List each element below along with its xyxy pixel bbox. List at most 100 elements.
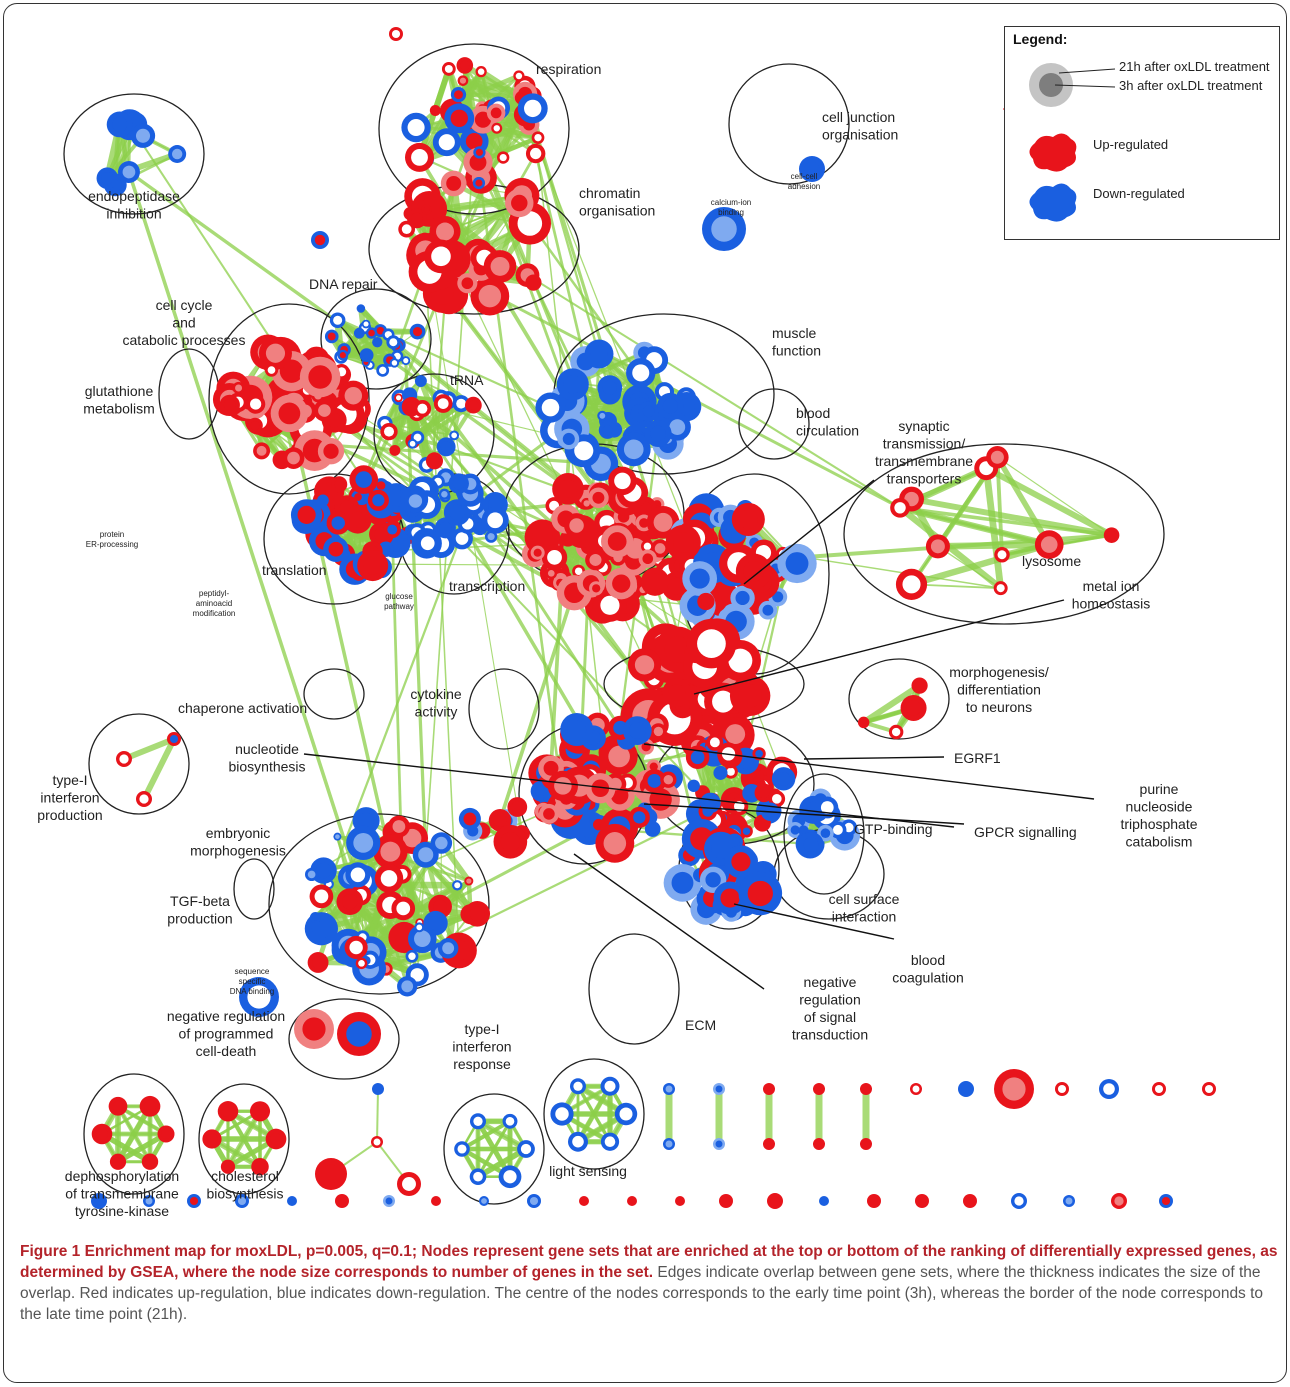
gene-set-node-core	[444, 64, 453, 73]
gene-set-node-core	[653, 512, 673, 532]
gene-set-node-core	[604, 1080, 616, 1092]
gene-set-node-core	[376, 481, 386, 490]
gene-set-node-core	[314, 889, 329, 904]
cluster-label-ecm: ECM	[685, 1017, 716, 1033]
gene-set-node-core	[440, 441, 452, 453]
gene-set-node-core	[411, 212, 423, 225]
gene-set-node-core	[490, 107, 502, 119]
legend-up-swatch	[1029, 133, 1077, 172]
gene-set-node-core	[832, 824, 843, 835]
gene-set-node-core	[653, 726, 664, 737]
gene-set-node-core	[558, 479, 578, 499]
gene-set-node-core	[1014, 1196, 1024, 1206]
gene-set-node-core	[256, 445, 267, 456]
gene-set-node-core	[772, 793, 782, 804]
gene-set-node-core	[381, 544, 391, 554]
gene-set-node-core	[1103, 1083, 1115, 1095]
gene-set-node-core	[337, 1196, 347, 1206]
gene-set-node-core	[459, 60, 470, 71]
gene-set-node-core	[654, 543, 666, 554]
gene-set-node-core	[633, 811, 646, 824]
gene-set-node-core	[603, 832, 627, 855]
gene-set-node-core	[362, 351, 371, 360]
gene-set-node-core	[223, 399, 236, 411]
cluster-outline	[233, 858, 275, 920]
gene-set-node-core	[530, 147, 542, 160]
figure-caption: Figure 1 Enrichment map for moxLDL, p=0.…	[20, 1241, 1282, 1325]
gene-set-node-core	[323, 443, 339, 459]
gene-set-node-core	[315, 862, 332, 879]
gene-set-node-core	[785, 552, 809, 575]
gene-set-node-core	[902, 575, 921, 594]
gene-set-node-core	[705, 872, 721, 888]
gene-set-node-core	[451, 432, 458, 439]
gene-set-node-core	[335, 834, 340, 839]
gene-set-node-core	[112, 116, 128, 132]
gene-set-node-core	[677, 1198, 683, 1204]
gene-set-node-core	[629, 1198, 635, 1204]
gene-set-node-core	[715, 1140, 723, 1148]
gene-set-node-core	[145, 1156, 155, 1167]
gene-set-node-core	[709, 737, 720, 748]
gene-set-node-core	[499, 153, 507, 162]
cluster-label-respiration: respiration	[536, 61, 601, 77]
gene-set-node-core	[321, 1164, 341, 1184]
gene-set-node-core	[342, 893, 358, 910]
gene-set-node-core	[327, 332, 336, 341]
gene-set-node-core	[505, 1116, 515, 1126]
gene-set-node-core	[387, 524, 398, 535]
gene-set-node-core	[715, 1085, 723, 1093]
gene-set-node-core	[555, 1107, 569, 1121]
gene-set-node-core	[412, 327, 423, 337]
gene-set-node-core	[396, 901, 411, 916]
gene-set-node-core	[589, 553, 602, 566]
gene-set-node-core	[475, 179, 483, 187]
gene-set-node-core	[442, 942, 455, 955]
gene-set-node-core	[668, 684, 686, 701]
gene-set-node-core	[429, 455, 440, 466]
gene-set-node-core	[402, 1177, 416, 1191]
gene-set-node-core	[101, 171, 114, 185]
gene-set-node-core	[383, 426, 395, 437]
gene-set-node-core	[532, 526, 553, 548]
gene-set-node-core	[554, 777, 572, 795]
gene-set-node-core	[374, 339, 381, 346]
gene-set-node-core	[650, 425, 666, 442]
gene-set-node-core	[113, 1157, 123, 1167]
gene-set-node-core	[511, 801, 524, 813]
gene-set-node-core	[599, 412, 606, 419]
gene-set-node-core	[742, 827, 751, 835]
gene-set-node-core	[930, 539, 945, 554]
gene-set-node-core	[353, 832, 374, 853]
gene-set-node-core	[602, 380, 618, 395]
gene-set-node-core	[738, 684, 762, 708]
gene-set-node-core	[455, 532, 469, 545]
gene-set-node-core	[690, 782, 698, 790]
gene-set-node-core	[738, 509, 758, 530]
gene-set-node-core	[408, 494, 423, 508]
gene-set-node-core	[965, 1196, 975, 1206]
gene-set-node-core	[1154, 1084, 1164, 1094]
gene-set-node-core	[391, 447, 398, 454]
gene-set-node-core	[331, 516, 345, 530]
gene-set-node-core	[912, 1085, 920, 1093]
cluster-label-transcription: transcription	[449, 578, 525, 594]
gene-set-node-core	[389, 338, 398, 347]
gene-set-node-core	[515, 72, 523, 80]
gene-set-node-core	[418, 847, 434, 863]
gene-set-node-core	[1002, 1077, 1026, 1101]
gene-set-node-core	[711, 216, 737, 242]
gene-set-node-core	[459, 77, 467, 84]
gene-set-node-core	[700, 596, 711, 607]
gene-set-node-core	[96, 1128, 108, 1140]
gene-set-node-core	[171, 148, 183, 160]
gene-set-node-core	[731, 852, 751, 872]
